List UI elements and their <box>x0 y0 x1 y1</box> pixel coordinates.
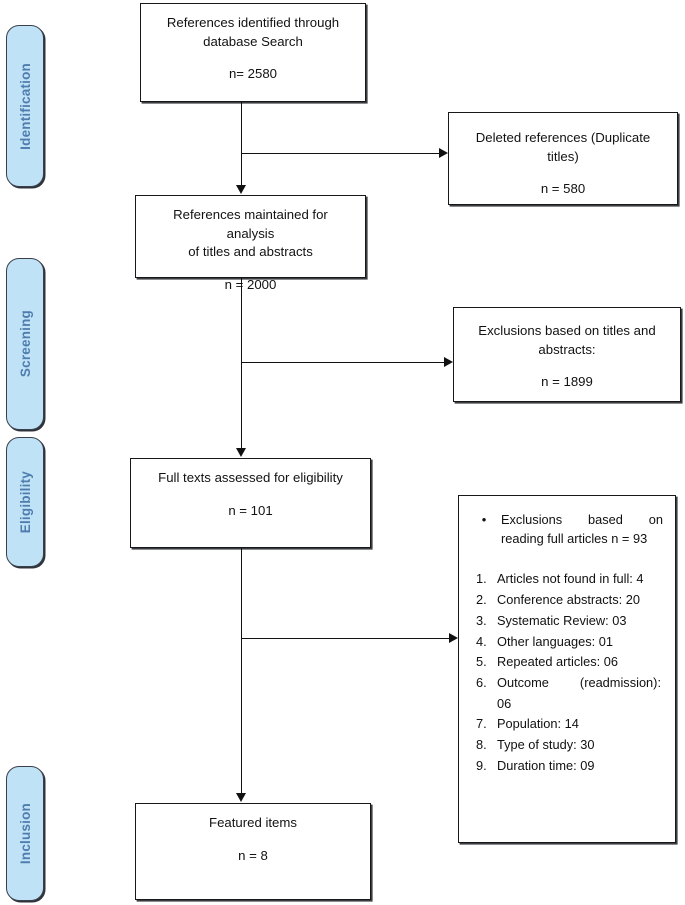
list-item-label: Type of study: 30 <box>497 737 595 753</box>
exclusion-bullet-line1: Exclusions based on <box>501 512 663 527</box>
box-references-maintained: References maintained for analysis of ti… <box>135 195 366 292</box>
box-included-count: n = 8 <box>238 847 268 863</box>
box-excluded-titles-count: n = 1899 <box>541 374 593 390</box>
arrowhead-to-excluded-titles <box>444 357 453 367</box>
stage-label-inclusion: Inclusion <box>17 802 33 865</box>
exclusion-reason-list: 1. Articles not found in full: 4 2. Conf… <box>467 569 665 776</box>
connector-to-excluded-titles <box>241 362 446 363</box>
box-duplicates-line1: Deleted references (Duplicate titles) <box>475 130 651 164</box>
connector-fulltext-to-included <box>241 548 242 795</box>
box-exclusions-full-text-details: • Exclusions based on reading full artic… <box>458 495 676 843</box>
exclusion-bullet-row: • Exclusions based on reading full artic… <box>467 510 665 548</box>
arrowhead-to-duplicates <box>439 148 448 158</box>
box-identified-count: n= 2580 <box>228 66 278 82</box>
arrowhead-fulltext-to-included <box>236 793 246 802</box>
list-item-label-line1: Outcome (readmission): <box>497 674 661 690</box>
list-item: 1. Articles not found in full: 4 <box>467 569 665 590</box>
arrowhead-identified-to-maintained <box>236 185 246 194</box>
stage-pill-eligibility: Eligibility <box>6 437 44 567</box>
stage-pill-screening: Screening <box>6 258 44 430</box>
connector-to-duplicates <box>241 153 441 154</box>
stage-label-eligibility: Eligibility <box>17 470 33 534</box>
box-identified-line1: References identified through <box>166 15 340 30</box>
list-item-marker: 5. <box>476 654 487 670</box>
exclusion-bullet-line2: reading full articles n = 93 <box>501 531 648 547</box>
box-maintained-count: n = 2000 <box>224 277 277 293</box>
list-item-label: Systematic Review: 03 <box>497 612 627 628</box>
box-fulltext-line1: Full texts assessed for eligibility <box>158 470 343 485</box>
list-item-label: Population: 14 <box>497 716 579 732</box>
box-identified-line2: database Search <box>203 33 303 49</box>
list-item-marker: 1. <box>476 571 487 587</box>
bullet-icon: • <box>481 512 487 527</box>
box-fulltext-count: n = 101 <box>228 502 273 518</box>
box-references-identified: References identified through database S… <box>140 3 366 102</box>
list-item: 7. Population: 14 <box>467 714 665 735</box>
arrowhead-maintained-to-fulltext <box>236 448 246 457</box>
list-item-label: Duration time: 09 <box>497 757 595 773</box>
box-featured-items: Featured items n = 8 <box>135 803 371 900</box>
stage-pill-identification: Identification <box>6 25 44 187</box>
list-item: 3. Systematic Review: 03 <box>467 611 665 632</box>
list-item: 8. Type of study: 30 <box>467 735 665 756</box>
stage-label-screening: Screening <box>17 310 33 378</box>
box-exclusions-titles-abstracts: Exclusions based on titles and abstracts… <box>453 307 681 402</box>
list-item: 6. Outcome (readmission): 06 <box>467 673 665 714</box>
box-maintained-line1: References maintained for analysis <box>173 207 328 241</box>
stage-label-identification: Identification <box>17 62 33 150</box>
list-item-marker: 9. <box>476 757 487 773</box>
connector-identified-to-maintained <box>241 102 242 186</box>
list-item: 2. Conference abstracts: 20 <box>467 590 665 611</box>
box-deleted-duplicates: Deleted references (Duplicate titles) n … <box>448 112 678 205</box>
list-item-marker: 7. <box>476 716 487 732</box>
list-item-marker: 6. <box>476 674 487 690</box>
arrowhead-to-exclusions-detail <box>449 633 458 643</box>
list-item-label-line2: 06 <box>497 695 512 711</box>
box-included-line1: Featured items <box>209 815 297 830</box>
list-item-marker: 8. <box>476 737 487 753</box>
list-item-marker: 4. <box>476 633 487 649</box>
list-item: 4. Other languages: 01 <box>467 632 665 653</box>
list-item-label: Other languages: 01 <box>497 633 613 649</box>
list-item-label: Articles not found in full: 4 <box>497 571 644 587</box>
list-item-label: Outcome (readmission): 06 <box>497 673 665 714</box>
list-item-label: Repeated articles: 06 <box>497 654 618 670</box>
exclusion-bullet-text: Exclusions based on reading full article… <box>501 510 665 548</box>
box-excluded-titles-line2: abstracts: <box>538 341 596 357</box>
box-maintained-line2: of titles and abstracts <box>188 244 313 260</box>
stage-pill-inclusion: Inclusion <box>6 766 44 901</box>
list-item-label: Conference abstracts: 20 <box>497 592 640 608</box>
list-item: 5. Repeated articles: 06 <box>467 652 665 673</box>
list-item-marker: 3. <box>476 612 487 628</box>
connector-maintained-to-fulltext <box>241 278 242 450</box>
box-excluded-titles-line1: Exclusions based on titles and <box>478 323 656 338</box>
list-item: 9. Duration time: 09 <box>467 756 665 777</box>
box-full-texts-assessed: Full texts assessed for eligibility n = … <box>130 458 371 548</box>
list-item-marker: 2. <box>476 592 487 608</box>
connector-to-exclusions-detail <box>241 638 451 639</box>
box-duplicates-count: n = 580 <box>540 181 586 197</box>
